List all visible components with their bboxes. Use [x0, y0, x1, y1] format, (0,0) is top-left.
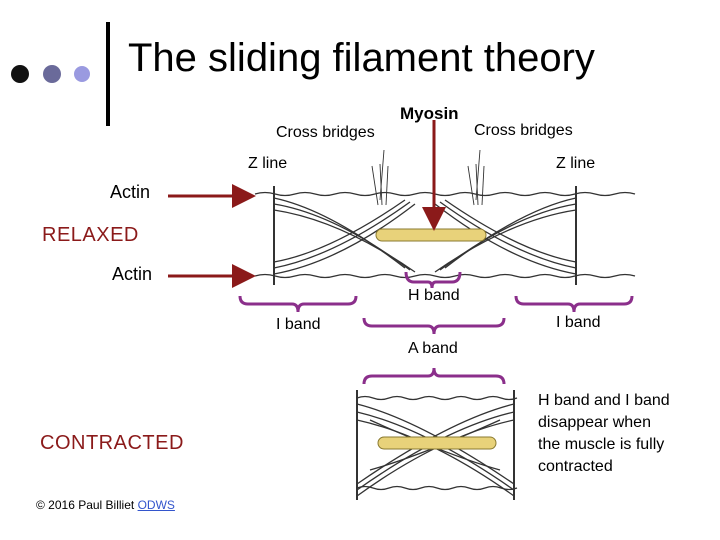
myosin-filament-contracted [377, 436, 497, 450]
i-band-brace-right [514, 295, 634, 313]
actin-label-bottom: Actin [112, 264, 153, 284]
explanation-note: H band and I band disappear when the mus… [538, 390, 708, 478]
actin-label-top: Actin [110, 182, 151, 202]
credit-line: © 2016 Paul Billiet ODWS [36, 498, 175, 512]
myosin-filament-relaxed [375, 228, 487, 242]
contracted-label: CONTRACTED [40, 432, 184, 454]
title-bullet-dots [11, 65, 90, 83]
a-band-brace [362, 317, 506, 335]
actin-filament-top [254, 191, 636, 197]
i-band-label-right: I band [556, 314, 601, 331]
note-line: H band and I band [538, 392, 670, 409]
i-band-brace-left [238, 295, 358, 313]
credit-text: © 2016 Paul Billiet [36, 498, 138, 512]
title-divider [106, 22, 110, 126]
h-band-label: H band [408, 287, 460, 304]
contracted-a-band-brace [362, 367, 506, 385]
myosin-label: Myosin [400, 104, 459, 123]
contracted-sarcomere [356, 390, 518, 500]
relaxed-label: RELAXED [42, 224, 139, 246]
band-braces [238, 271, 634, 385]
cross-bridges-label-right: Cross bridges [474, 122, 573, 139]
cross-bridge-strokes-left [371, 149, 389, 206]
note-line: disappear when [538, 414, 651, 431]
thin-filaments-right [434, 197, 577, 275]
a-band-label: A band [408, 340, 458, 357]
relaxed-sarcomere [254, 149, 636, 285]
z-line-label-left: Z line [248, 155, 288, 172]
cross-bridge-strokes-right [467, 149, 485, 206]
note-line: the muscle is fully [538, 436, 665, 453]
note-line: contracted [538, 458, 613, 475]
credit-link[interactable]: ODWS [137, 498, 175, 512]
z-line-label-right: Z line [556, 155, 596, 172]
thin-filaments-left [273, 197, 416, 275]
i-band-label-left: I band [276, 316, 321, 333]
h-band-brace [404, 271, 462, 289]
actin-filament-bottom [254, 273, 636, 279]
page-title: The sliding filament theory [128, 36, 595, 80]
cross-bridges-label-left: Cross bridges [276, 124, 375, 141]
